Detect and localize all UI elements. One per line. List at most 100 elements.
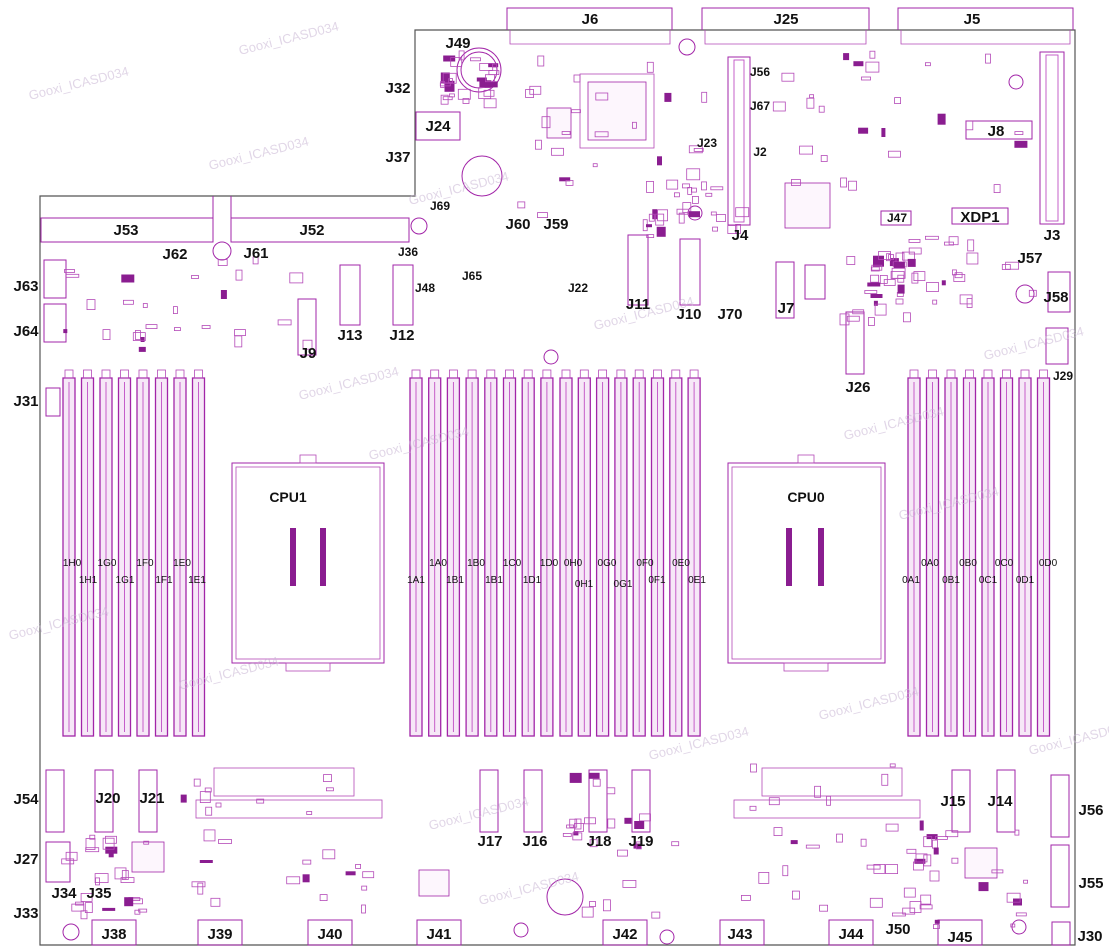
label-j44: J44 [838,926,864,943]
label-j10: J10 [676,306,701,323]
watermark: Gooxi_ICASD034 [407,169,510,208]
dimm-label-0d1: 0D1 [1016,575,1035,586]
dimm-label-1b1b: 1B1 [485,575,503,586]
label-j40: J40 [317,926,342,943]
label-j55: J55 [1078,875,1103,892]
label-j54: J54 [13,791,39,808]
label-j13: J13 [337,327,362,344]
dimm-label-0a0: 0A0 [921,558,939,569]
label-j19: J19 [628,833,653,850]
dimm-label-1a1: 1A1 [407,575,425,586]
label-j59: J59 [543,216,568,233]
dimm-label-0c0: 0C0 [995,558,1014,569]
label-j30: J30 [1077,928,1102,945]
dimm-label-0h0: 0H0 [564,558,583,569]
label-j56: J56 [1078,802,1103,819]
label-j12: J12 [389,327,414,344]
label-j26: J26 [845,379,870,396]
label-xdp1: XDP1 [960,209,999,226]
rear-io-connectors [506,7,1074,45]
label-j62: J62 [162,246,187,263]
watermark-text: Gooxi_ICASD034Gooxi_ICASD034Gooxi_ICASD0… [7,19,1109,908]
watermark: Gooxi_ICASD034 [237,19,340,58]
dimm-label-0f0: 0F0 [636,558,654,569]
label-j43: J43 [727,926,752,943]
cpu1-socket [231,454,385,672]
label-j22: J22 [568,281,588,295]
dimm-label-0e1: 0E1 [688,575,706,586]
label-j31: J31 [13,393,38,410]
dimm-label-0g0: 0G0 [598,558,617,569]
label-j36: J36 [398,245,418,259]
label-j24: J24 [425,118,451,135]
dimm-label-0c1: 0C1 [979,575,998,586]
connector-labels: J6 J25 J5 J49 J32 J24 J37 J56 J67 J23 J2… [13,11,1103,946]
label-j58: J58 [1043,289,1068,306]
label-j69: J69 [430,199,450,213]
dimm-label-1f1: 1F1 [155,575,173,586]
watermark: Gooxi_ICASD034 [7,604,110,643]
cpu0-label: CPU0 [787,489,825,505]
dimm-label-0g1: 0G1 [614,579,633,590]
label-j21: J21 [139,790,164,807]
label-j52: J52 [299,222,324,239]
label-j42: J42 [612,926,637,943]
label-j11: J11 [626,296,650,313]
label-j7: J7 [778,300,795,317]
dimm-label-1h1: 1H1 [79,575,98,586]
label-j48: J48 [415,281,435,295]
dimm-label-1g0: 1G0 [98,558,117,569]
label-j17: J17 [477,833,502,850]
dimm-label-0b1: 0B1 [942,575,960,586]
dimm-label-0e0: 0E0 [672,558,690,569]
label-j47: J47 [887,211,907,225]
cpu1-label: CPU1 [269,489,307,505]
dimm-label-1f0: 1F0 [136,558,154,569]
dimm-labels: 1H0 1G0 1F0 1E0 1H1 1G1 1F1 1E1 1A0 1B0 … [63,558,1058,590]
label-j4: J4 [732,227,749,244]
dimm-label-1a0: 1A0 [429,558,447,569]
label-j18: J18 [586,833,611,850]
label-j38: J38 [101,926,126,943]
label-j50: J50 [885,921,910,938]
label-j65: J65 [462,269,482,283]
dimm-label-0f1: 0F1 [648,575,666,586]
label-j49: J49 [445,35,470,52]
label-j64: J64 [13,323,39,340]
label-j5: J5 [964,11,981,28]
dimm-label-1d0: 1D0 [540,558,559,569]
dimm-label-1b1a: 1B1 [446,575,464,586]
label-j15: J15 [940,793,965,810]
label-j32: J32 [385,80,410,97]
dimm-slot-banks [62,369,1051,737]
watermark: Gooxi_ICASD034 [27,64,130,103]
dimm-label-0a1: 0A1 [902,575,920,586]
label-j9: J9 [300,345,317,362]
dimm-label-1e1: 1E1 [188,575,206,586]
cpu0-socket [727,454,886,672]
label-j20: J20 [95,790,120,807]
watermark: Gooxi_ICASD034 [982,324,1085,363]
watermark: Gooxi_ICASD034 [297,364,400,403]
label-j34: J34 [51,885,77,902]
board-outline [39,29,1076,946]
label-j61: J61 [243,245,268,262]
watermark: Gooxi_ICASD034 [427,794,530,833]
label-j16: J16 [522,833,547,850]
watermark: Gooxi_ICASD034 [477,869,580,908]
watermark: Gooxi_ICASD034 [817,684,920,723]
power-connector-blocks [40,196,410,243]
label-j2: J2 [753,145,767,159]
label-j56-top: J56 [750,65,770,79]
label-j37: J37 [385,149,410,166]
label-j35: J35 [86,885,111,902]
label-j60: J60 [505,216,530,233]
label-j8: J8 [988,123,1005,140]
label-j6: J6 [582,11,599,28]
label-j70: J70 [717,306,742,323]
dimm-label-1h0: 1H0 [63,558,82,569]
label-j45: J45 [947,929,972,946]
dimm-label-1b0: 1B0 [467,558,485,569]
label-j67: J67 [750,99,770,113]
dimm-label-1c0: 1C0 [503,558,522,569]
